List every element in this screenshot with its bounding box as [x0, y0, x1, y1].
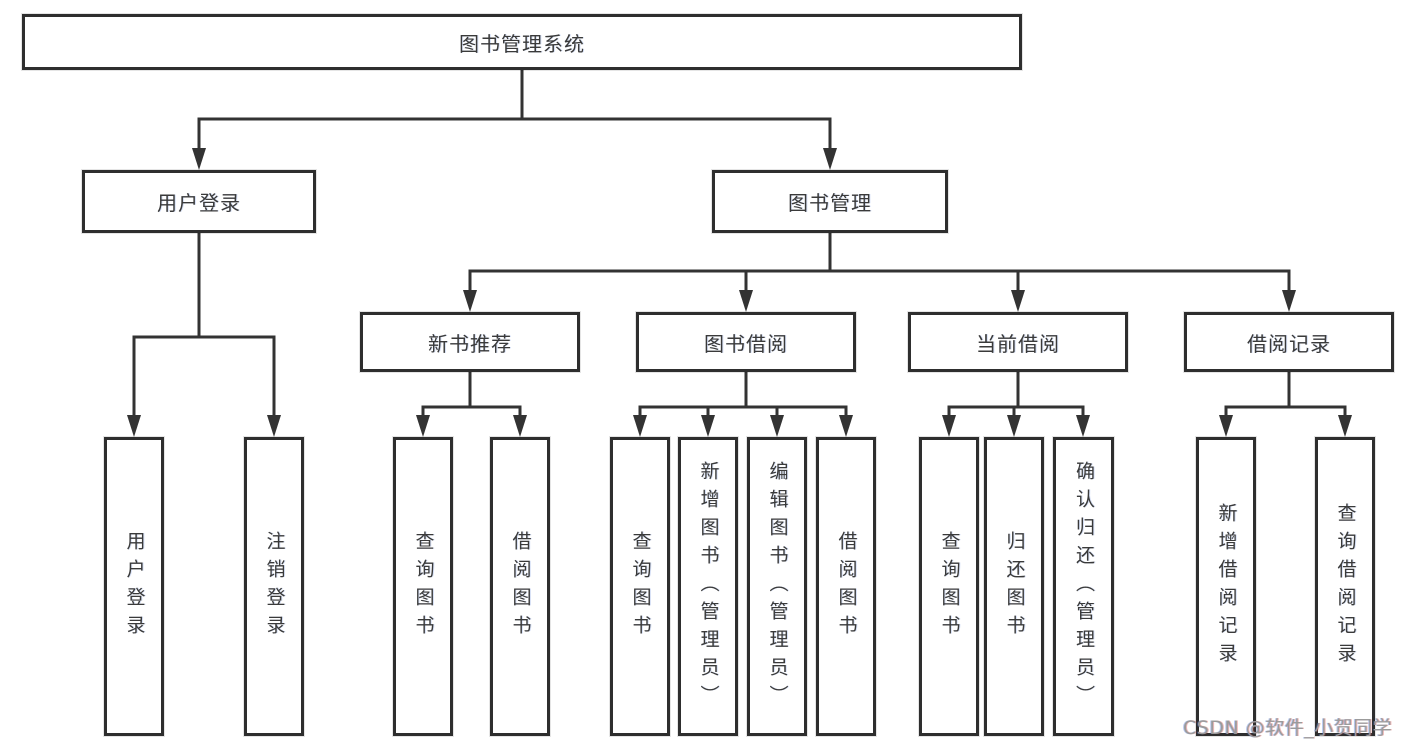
leaf-nb-borrow-books: 借阅图书: [490, 437, 550, 736]
leaf-bb-query-books-label: 查询图书: [629, 530, 652, 643]
node-book-borrow-label: 图书借阅: [704, 331, 788, 356]
node-user-login: 用户登录: [82, 170, 316, 233]
leaf-bb-add-books-admin-label: 新增图书（管理员）: [697, 460, 720, 713]
node-book-borrow: 图书借阅: [636, 312, 856, 372]
leaf-cb-query-books-label: 查询图书: [938, 530, 961, 643]
leaf-bb-add-books-admin: 新增图书（管理员）: [678, 437, 738, 736]
leaf-bb-query-books: 查询图书: [610, 437, 670, 736]
leaf-nb-query-books: 查询图书: [393, 437, 453, 736]
leaf-br-add-record-label: 新增借阅记录: [1215, 502, 1238, 671]
node-root: 图书管理系统: [22, 14, 1022, 70]
node-book-management: 图书管理: [712, 170, 948, 233]
leaf-bb-edit-books-admin: 编辑图书（管理员）: [747, 437, 807, 736]
leaf-cb-query-books: 查询图书: [919, 437, 979, 736]
leaf-bb-borrow-books: 借阅图书: [816, 437, 876, 736]
csdn-watermark: CSDN @软件_小贺同学: [1183, 717, 1393, 739]
leaf-cb-confirm-return-admin: 确认归还（管理员）: [1053, 437, 1114, 736]
leaf-user-login: 用户登录: [104, 437, 164, 736]
leaf-logout: 注销登录: [244, 437, 304, 736]
leaf-br-query-record-label: 查询借阅记录: [1334, 502, 1357, 671]
leaf-nb-borrow-books-label: 借阅图书: [509, 530, 532, 643]
node-user-login-label: 用户登录: [157, 191, 241, 215]
leaf-nb-query-books-label: 查询图书: [412, 530, 435, 643]
leaf-cb-confirm-return-admin-label: 确认归还（管理员）: [1073, 460, 1095, 713]
leaf-bb-borrow-books-label: 借阅图书: [835, 530, 858, 643]
node-current-borrow-label: 当前借阅: [976, 331, 1060, 356]
leaf-br-add-record: 新增借阅记录: [1196, 437, 1256, 736]
arrowhead-group: [127, 148, 1352, 437]
node-root-label: 图书管理系统: [459, 31, 585, 56]
leaf-user-login-label: 用户登录: [123, 530, 146, 643]
node-book-management-label: 图书管理: [788, 191, 872, 215]
node-current-borrow: 当前借阅: [908, 312, 1128, 372]
node-new-book-recommend: 新书推荐: [360, 312, 580, 372]
leaf-br-query-record: 查询借阅记录: [1315, 437, 1375, 736]
node-borrow-records: 借阅记录: [1184, 312, 1394, 372]
leaf-logout-label: 注销登录: [263, 530, 286, 643]
node-new-book-recommend-label: 新书推荐: [428, 331, 512, 356]
leaf-bb-edit-books-admin-label: 编辑图书（管理员）: [766, 460, 789, 713]
node-borrow-records-label: 借阅记录: [1247, 331, 1331, 356]
leaf-cb-return-books: 归还图书: [984, 437, 1044, 736]
leaf-cb-return-books-label: 归还图书: [1003, 530, 1026, 643]
